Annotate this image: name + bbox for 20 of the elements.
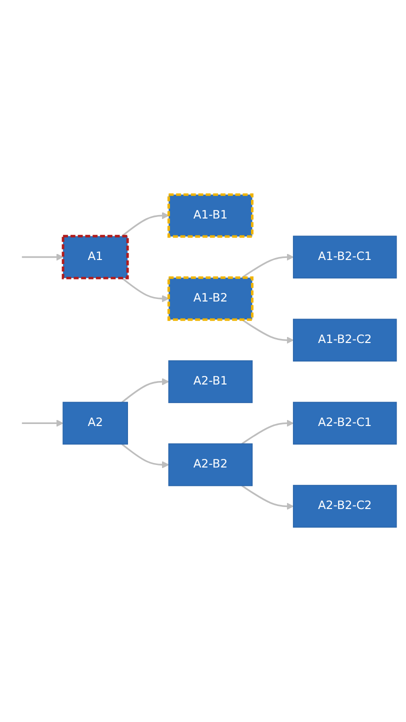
arrow xyxy=(22,420,64,427)
arrow xyxy=(121,277,170,302)
node-box: A1-B1 xyxy=(167,193,254,238)
node-box: A1-B2 xyxy=(167,276,254,321)
node-box: A1 xyxy=(62,234,129,280)
arrow xyxy=(22,254,64,261)
node-box: A2 xyxy=(62,402,128,445)
node-box: A1-B2-C1 xyxy=(292,236,397,279)
node-box: A2-B2-C2 xyxy=(292,484,397,528)
arrow xyxy=(241,318,294,344)
node-box: A1-B2-C2 xyxy=(292,318,397,362)
arrow xyxy=(121,378,170,403)
node-box: A2-B2 xyxy=(168,443,253,486)
arrow xyxy=(241,485,294,510)
arrow xyxy=(121,444,170,468)
arrow xyxy=(121,212,170,237)
node-box: A2-B2-C1 xyxy=(292,402,397,445)
node-box: A2-B1 xyxy=(168,360,253,404)
arrow xyxy=(241,420,294,445)
arrow xyxy=(241,254,294,278)
